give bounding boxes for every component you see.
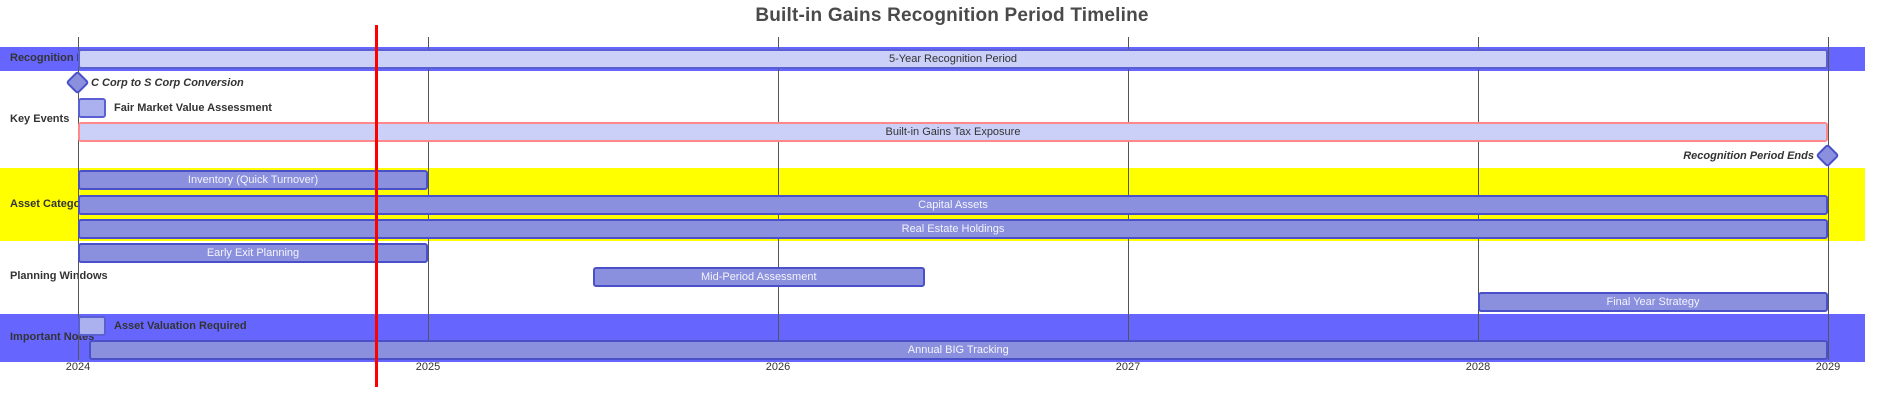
milestone-icon — [65, 70, 90, 95]
gantt-bar-label: Annual BIG Tracking — [907, 344, 1009, 356]
section-label: Planning Windows — [10, 270, 108, 283]
grid-line — [1828, 37, 1829, 360]
gantt-bar — [78, 243, 428, 263]
gantt-bar — [1478, 291, 1828, 312]
section-label: Key Events — [10, 112, 70, 125]
gantt-bar — [78, 170, 428, 191]
gantt-bar — [78, 49, 1828, 69]
gantt-bar-label: Inventory (Quick Turnover) — [187, 174, 319, 187]
gantt-bar-label: Recognition Period Ends — [1683, 150, 1814, 162]
gantt-bar-label: Built-in Gains Tax Exposure — [885, 125, 1021, 138]
gantt-bar-label: Final Year Strategy — [1606, 295, 1700, 308]
axis-tick-label: 2028 — [1465, 361, 1491, 373]
gantt-bar — [78, 121, 1828, 142]
gantt-bar-label: Real Estate Holdings — [901, 222, 1005, 235]
gantt-bar-label: Asset Valuation Required — [114, 319, 247, 332]
gantt-bar-label: Early Exit Planning — [206, 247, 300, 259]
milestone-icon — [1815, 143, 1840, 168]
gantt-bar — [78, 218, 1828, 239]
axis-tick-label: 2027 — [1115, 361, 1141, 373]
gantt-bar-label: Fair Market Value Assessment — [114, 101, 272, 114]
gantt-bar — [78, 315, 106, 336]
gantt-bar-label: Capital Assets — [918, 198, 988, 211]
axis-tick-label: 2025 — [415, 361, 441, 373]
section-label: Important Notes — [10, 331, 95, 343]
gantt-bar — [78, 97, 106, 118]
gantt-bar-label: C Corp to S Corp Conversion — [91, 77, 244, 90]
axis-tick-label: 2029 — [1815, 361, 1841, 373]
axis-tick-label: 2024 — [65, 361, 91, 373]
axis-tick-label: 2026 — [765, 361, 791, 373]
section-label: Asset Categories — [10, 197, 100, 210]
today-marker — [374, 25, 378, 387]
gantt-bar-label: Mid-Period Assessment — [700, 271, 817, 284]
gantt-bar — [88, 340, 1828, 360]
gantt-bar — [78, 194, 1828, 215]
gantt-bar — [592, 267, 925, 288]
gantt-bar-label: 5-Year Recognition Period — [888, 53, 1017, 65]
chart-title: Built-in Gains Recognition Period Timeli… — [755, 5, 1149, 26]
